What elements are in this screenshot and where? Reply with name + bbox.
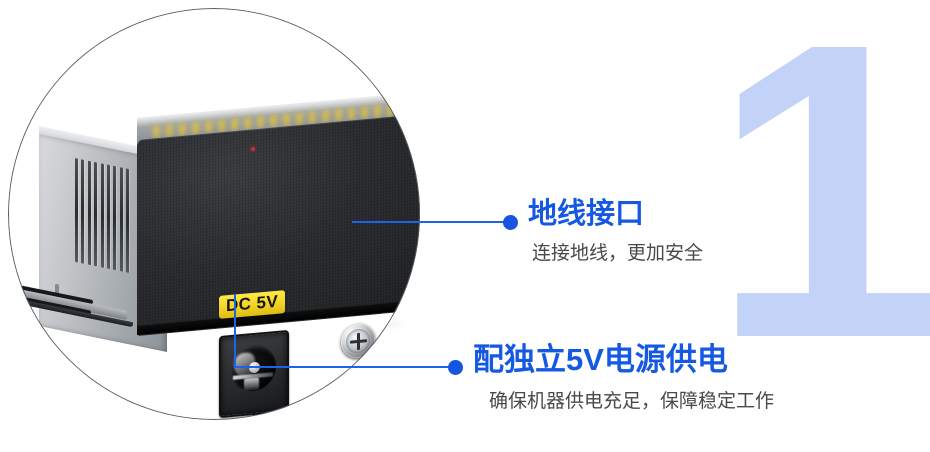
step-number-watermark: 1: [710, 0, 930, 426]
callout-ground-subtitle: 连接地线，更加安全: [532, 243, 704, 265]
jack-lower-reflection: [244, 377, 259, 391]
protective-earth-icon: [342, 370, 374, 405]
callout-power-subtitle: 确保机器供电充足，保障稳定工作: [489, 390, 775, 412]
device-body: DC 5V: [15, 89, 420, 419]
vent-slot: [113, 165, 117, 271]
vent-slot: [87, 160, 91, 266]
vent-slot: [75, 158, 78, 263]
vent-slot: [100, 163, 104, 268]
dc-power-jack[interactable]: [219, 329, 289, 419]
screw-head: [346, 327, 370, 355]
callout-power-supply: 配独立5V电源供电 确保机器供电充足，保障稳定工作: [473, 342, 775, 413]
vent-slot: [94, 161, 98, 267]
leader-line-power-horizontal: [234, 366, 450, 368]
ventilation-slots: [75, 158, 133, 274]
vent-slot: [119, 167, 123, 272]
product-photo-circle: DC 5V: [8, 8, 420, 420]
product-photo: DC 5V: [8, 8, 420, 420]
vent-slot: [106, 164, 110, 270]
leader-line-power-vertical: [234, 294, 236, 368]
vent-slot: [126, 168, 130, 274]
jack-barrel: [230, 343, 276, 394]
callout-ground-port: 地线接口 连接地线，更加安全: [528, 198, 703, 266]
callout-ground-title: 地线接口: [528, 198, 645, 230]
callout-power-title: 配独立5V电源供电: [473, 342, 728, 377]
leader-line-ground: [352, 221, 504, 223]
leader-dot-ground: [503, 215, 518, 230]
vent-slot: [81, 159, 85, 264]
ground-screw[interactable]: [341, 322, 375, 360]
leader-dot-power: [448, 360, 463, 375]
